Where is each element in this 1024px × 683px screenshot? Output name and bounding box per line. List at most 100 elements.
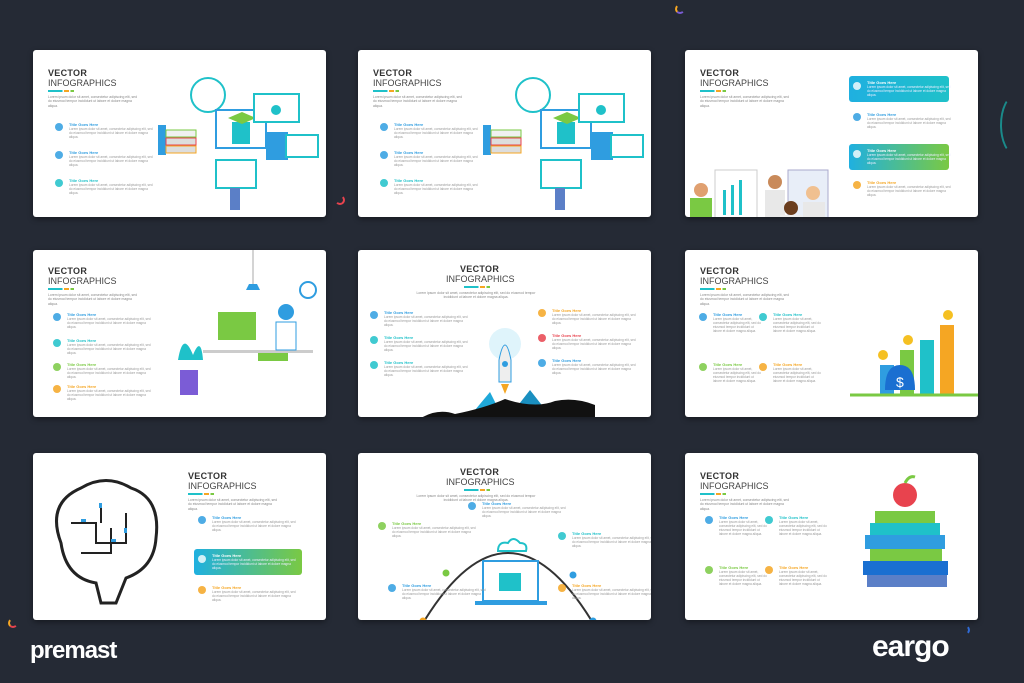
item-title: Title Goes Here	[402, 583, 432, 588]
item-description: Lorem ipsum dolor sit amet, consectetur …	[867, 185, 951, 197]
slide-subtitle: INFOGRAPHICS	[48, 276, 117, 286]
slide-description: Lorem ipsum dolor sit amet, consectetur …	[188, 498, 277, 511]
item-title: Title Goes Here	[69, 150, 99, 155]
item-title: Title Goes Here	[867, 80, 897, 85]
item-description: Lorem ipsum dolor sit amet, consectetur …	[69, 155, 153, 167]
item-title: Title Goes Here	[773, 362, 803, 367]
accent-bars	[700, 288, 726, 290]
item-icon	[538, 309, 546, 317]
item-description: Lorem ipsum dolor sit amet, consectetur …	[572, 588, 651, 600]
item-icon	[558, 532, 566, 540]
item-title: Title Goes Here	[719, 565, 749, 570]
item-title: Title Goes Here	[867, 148, 897, 153]
accent-bars	[700, 90, 726, 92]
item-title: Title Goes Here	[719, 515, 749, 520]
item-icon	[55, 151, 63, 159]
item-description: Lorem ipsum dolor sit amet, consectetur …	[67, 343, 151, 355]
slide-subtitle: INFOGRAPHICS	[446, 274, 515, 284]
item-description: Lorem ipsum dolor sit amet, consectetur …	[779, 520, 827, 536]
item-description: Lorem ipsum dolor sit amet, consectetur …	[552, 363, 636, 375]
item-icon	[55, 179, 63, 187]
slide-description: Lorem ipsum dolor sit amet, consectetur …	[700, 95, 789, 108]
item-icon	[198, 516, 206, 524]
slide-title: VECTOR	[460, 467, 500, 477]
slide-title: VECTOR	[373, 68, 413, 78]
item-title: Title Goes Here	[384, 335, 414, 340]
item-description: Lorem ipsum dolor sit amet, consectetur …	[552, 338, 636, 350]
slide-description: Lorem ipsum dolor sit amet, consectetur …	[48, 293, 137, 306]
item-description: Lorem ipsum dolor sit amet, consectetur …	[867, 153, 951, 165]
item-icon	[378, 522, 386, 530]
item-title: Title Goes Here	[212, 515, 242, 520]
item-description: Lorem ipsum dolor sit amet, consectetur …	[773, 367, 821, 383]
money-illustration: $	[850, 295, 978, 410]
slide-subtitle: INFOGRAPHICS	[48, 78, 117, 88]
item-description: Lorem ipsum dolor sit amet, consectetur …	[69, 127, 153, 139]
item-description: Lorem ipsum dolor sit amet, consectetur …	[779, 570, 827, 586]
item-title: Title Goes Here	[212, 585, 242, 590]
item-description: Lorem ipsum dolor sit amet, consectetur …	[384, 365, 468, 377]
info-item: Title Goes Here Lorem ipsum dolor sit am…	[194, 549, 302, 575]
item-icon	[53, 339, 61, 347]
item-description: Lorem ipsum dolor sit amet, consectetur …	[69, 183, 153, 195]
item-description: Lorem ipsum dolor sit amet, consectetur …	[713, 317, 761, 333]
slide-description: Lorem ipsum dolor sit amet, consectetur …	[373, 95, 462, 108]
item-icon	[759, 313, 767, 321]
item-icon	[380, 123, 388, 131]
item-description: Lorem ipsum dolor sit amet, consectetur …	[482, 506, 566, 518]
item-title: Title Goes Here	[572, 583, 602, 588]
item-title: Title Goes Here	[384, 360, 414, 365]
slide-subtitle: INFOGRAPHICS	[446, 477, 515, 487]
item-description: Lorem ipsum dolor sit amet, consectetur …	[394, 127, 478, 139]
item-description: Lorem ipsum dolor sit amet, consectetur …	[67, 367, 151, 379]
rocket-illustration	[415, 322, 595, 417]
item-icon	[198, 555, 206, 563]
item-title: Title Goes Here	[867, 112, 897, 117]
cloud-illustration	[413, 503, 603, 620]
item-description: Lorem ipsum dolor sit amet, consectetur …	[384, 315, 468, 327]
slide-description: Lorem ipsum dolor sit amet, consectetur …	[416, 494, 536, 503]
item-icon	[538, 359, 546, 367]
slide-description: Lorem ipsum dolor sit amet, consectetur …	[700, 293, 789, 306]
item-icon	[705, 516, 713, 524]
slide-title: VECTOR	[188, 471, 228, 481]
item-icon	[538, 334, 546, 342]
item-icon	[699, 363, 707, 371]
item-description: Lorem ipsum dolor sit amet, consectetur …	[392, 526, 476, 538]
item-title: Title Goes Here	[867, 180, 897, 185]
item-title: Title Goes Here	[67, 384, 97, 389]
slide-title: VECTOR	[700, 68, 740, 78]
item-icon	[853, 181, 861, 189]
item-title: Title Goes Here	[392, 521, 422, 526]
slide-subtitle: INFOGRAPHICS	[700, 481, 769, 491]
item-icon	[468, 502, 476, 510]
item-title: Title Goes Here	[384, 310, 414, 315]
item-icon	[705, 566, 713, 574]
item-title: Title Goes Here	[67, 312, 97, 317]
item-description: Lorem ipsum dolor sit amet, consectetur …	[67, 317, 151, 329]
item-description: Lorem ipsum dolor sit amet, consectetur …	[212, 558, 296, 570]
item-icon	[370, 361, 378, 369]
item-description: Lorem ipsum dolor sit amet, consectetur …	[552, 313, 636, 325]
team-illustration	[685, 90, 855, 217]
item-icon	[765, 516, 773, 524]
brain-illustration	[41, 473, 161, 618]
item-title: Title Goes Here	[69, 122, 99, 127]
item-title: Title Goes Here	[572, 531, 602, 536]
decor-arc	[960, 625, 970, 635]
item-icon	[380, 151, 388, 159]
books-illustration	[855, 473, 965, 618]
item-title: Title Goes Here	[394, 178, 424, 183]
item-title: Title Goes Here	[552, 333, 582, 338]
accent-bars	[48, 90, 74, 92]
item-icon	[558, 584, 566, 592]
